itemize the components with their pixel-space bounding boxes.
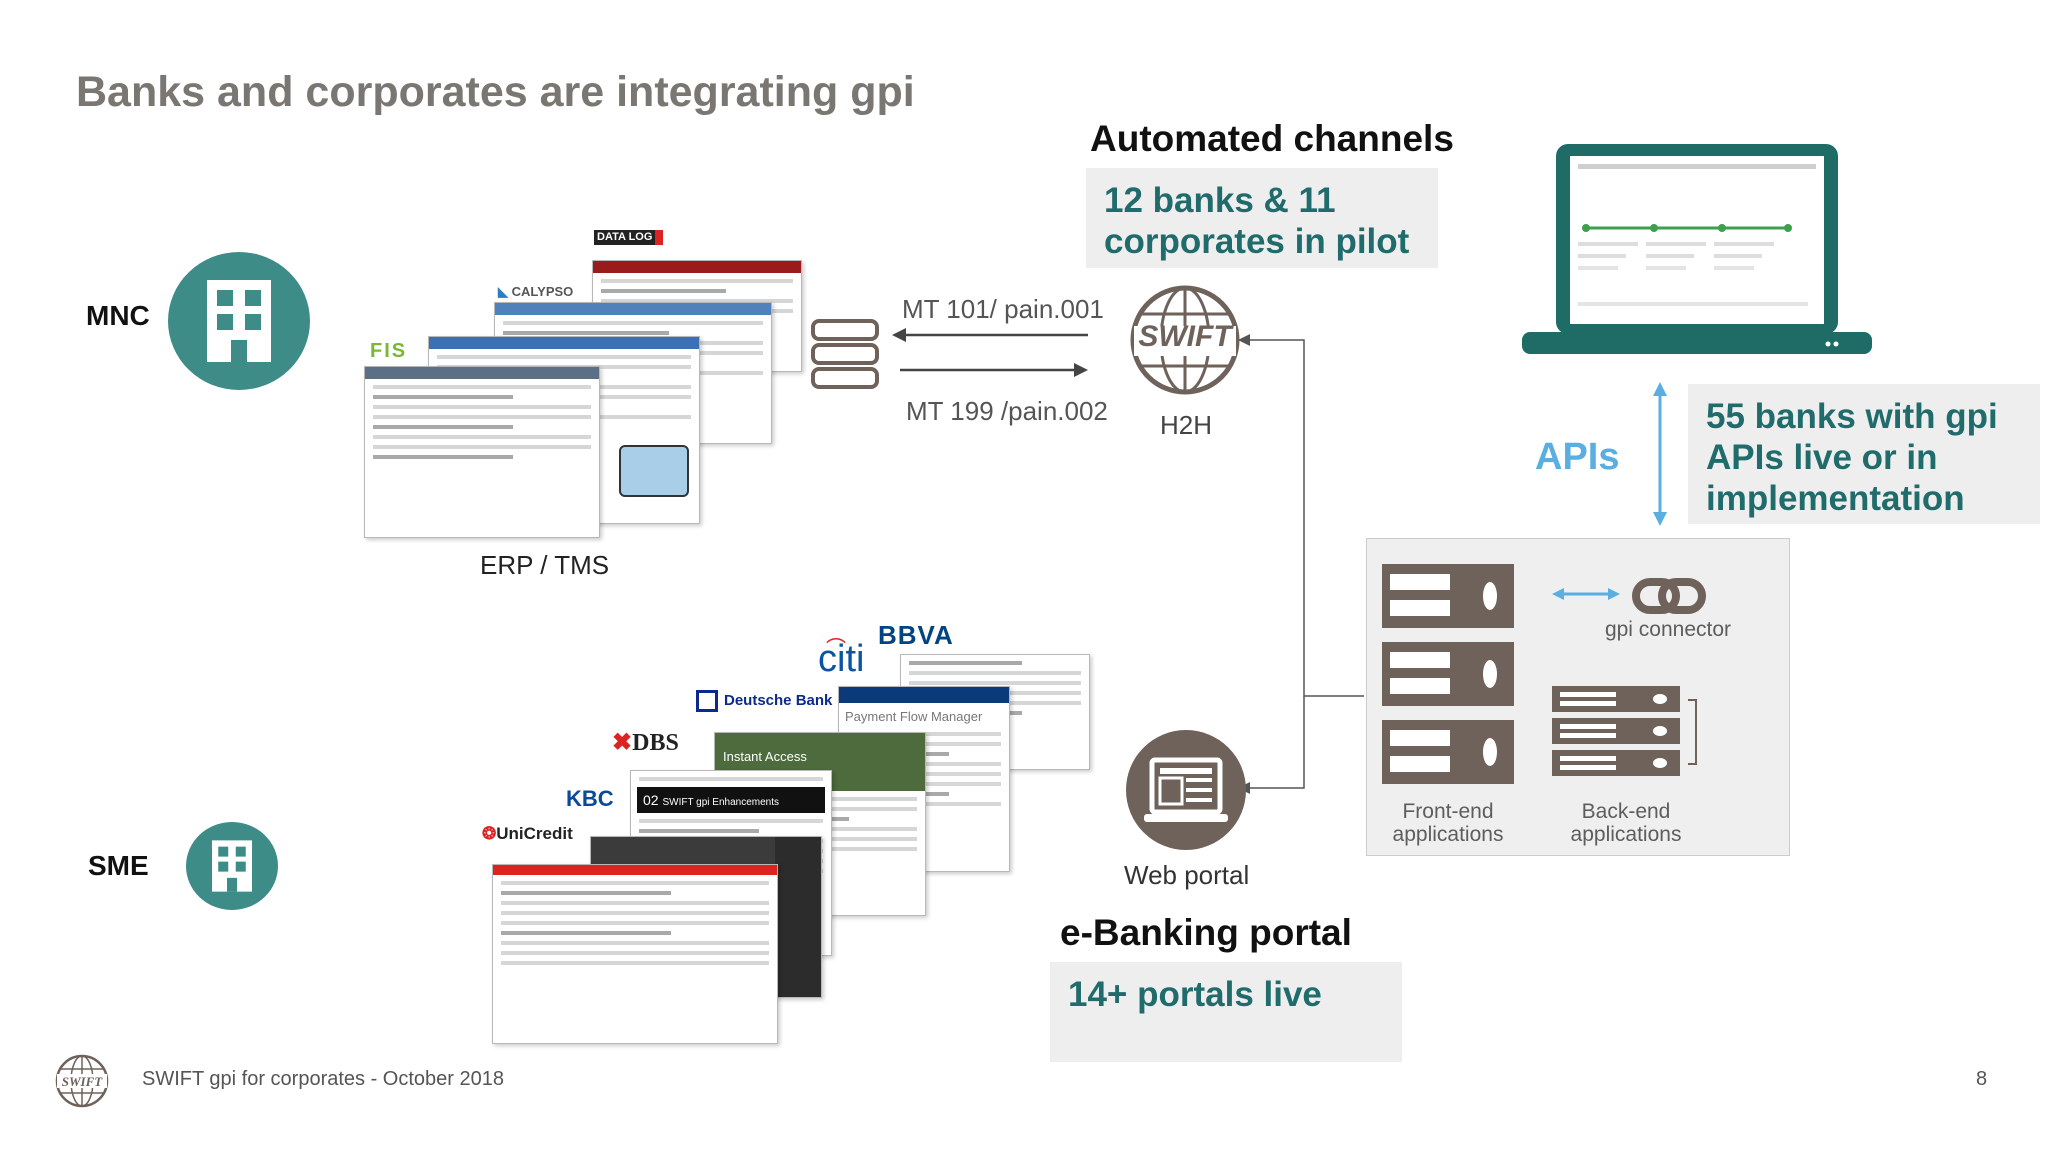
swift-logo-text: SWIFT (1138, 320, 1232, 353)
bbva-logo: BBVA (878, 620, 954, 650)
message-in-label: MT 199 /pain.002 (906, 396, 1108, 426)
slide-title: Banks and corporates are integrating gpi (76, 68, 915, 116)
mnc-label: MNC (86, 300, 150, 331)
front-end-label: Front-end applications (1392, 800, 1504, 846)
kbc-logo: KBC (566, 786, 614, 811)
swift-globe-icon (1128, 284, 1242, 401)
payment-flow-manager-text: Payment Flow Manager (845, 709, 983, 724)
erp-screenshot-sap (364, 366, 600, 538)
web-portal-label: Web portal (1124, 860, 1250, 890)
datalog-logo: DATA LOG (594, 230, 664, 245)
gpi-enhancements-text: SWIFT gpi Enhancements (662, 797, 780, 808)
message-arrows (892, 328, 1088, 377)
automated-channels-box: 12 banks & 11 corporates in pilot (1086, 168, 1438, 268)
connection-lines (1238, 334, 1364, 794)
footer-swift-logo-icon: SWIFT (54, 1054, 110, 1113)
gpi-enhancements-number: 02 (643, 792, 659, 808)
automated-channels-heading: Automated channels (1090, 118, 1454, 159)
citi-logo: ⌒citi (818, 638, 865, 680)
laptop-icon (1522, 142, 1872, 363)
portal-screenshot-unicredit (492, 864, 778, 1044)
front-end-server-icon (1382, 564, 1514, 791)
calypso-logo: ◣ CALYPSO (498, 284, 574, 299)
deutsche-bank-logo: Deutsche Bank (696, 690, 832, 712)
dbs-logo-text: DBS (632, 730, 679, 756)
fis-logo: FIS (370, 340, 408, 362)
apis-arrow (1653, 382, 1667, 526)
svg-text:SWIFT: SWIFT (62, 1074, 104, 1089)
database-icon (810, 318, 880, 395)
apis-label: APIs (1535, 436, 1620, 478)
connector-arrow (1552, 588, 1620, 600)
page-number: 8 (1976, 1068, 1988, 1090)
sme-building-icon (186, 822, 278, 910)
back-end-server-icon (1552, 686, 1702, 787)
link-icon (1632, 576, 1706, 621)
dbs-logo: ✖DBS (612, 730, 679, 756)
h2h-label: H2H (1160, 410, 1213, 440)
web-portal-icon (1126, 730, 1246, 850)
gpi-connector-label: gpi connector (1604, 618, 1732, 641)
ebanking-heading: e-Banking portal (1060, 912, 1352, 953)
citi-logo-text: citi (818, 638, 865, 680)
apis-box: 55 banks with gpi APIs live or in implem… (1688, 384, 2040, 524)
footer-text: SWIFT gpi for corporates - October 2018 (142, 1068, 505, 1090)
unicredit-logo-text: UniCredit (496, 824, 573, 843)
calypso-logo-text: CALYPSO (511, 284, 574, 299)
back-end-label: Back-end applications (1570, 800, 1682, 846)
unicredit-logo: ❂UniCredit (482, 824, 573, 843)
mnc-building-icon (168, 252, 310, 390)
sme-label: SME (88, 850, 149, 881)
message-out-label: MT 101/ pain.001 (902, 294, 1104, 324)
ebanking-box: 14+ portals live (1050, 962, 1402, 1062)
deutsche-bank-logo-text: Deutsche Bank (724, 691, 833, 709)
erp-tms-label: ERP / TMS (480, 550, 610, 580)
